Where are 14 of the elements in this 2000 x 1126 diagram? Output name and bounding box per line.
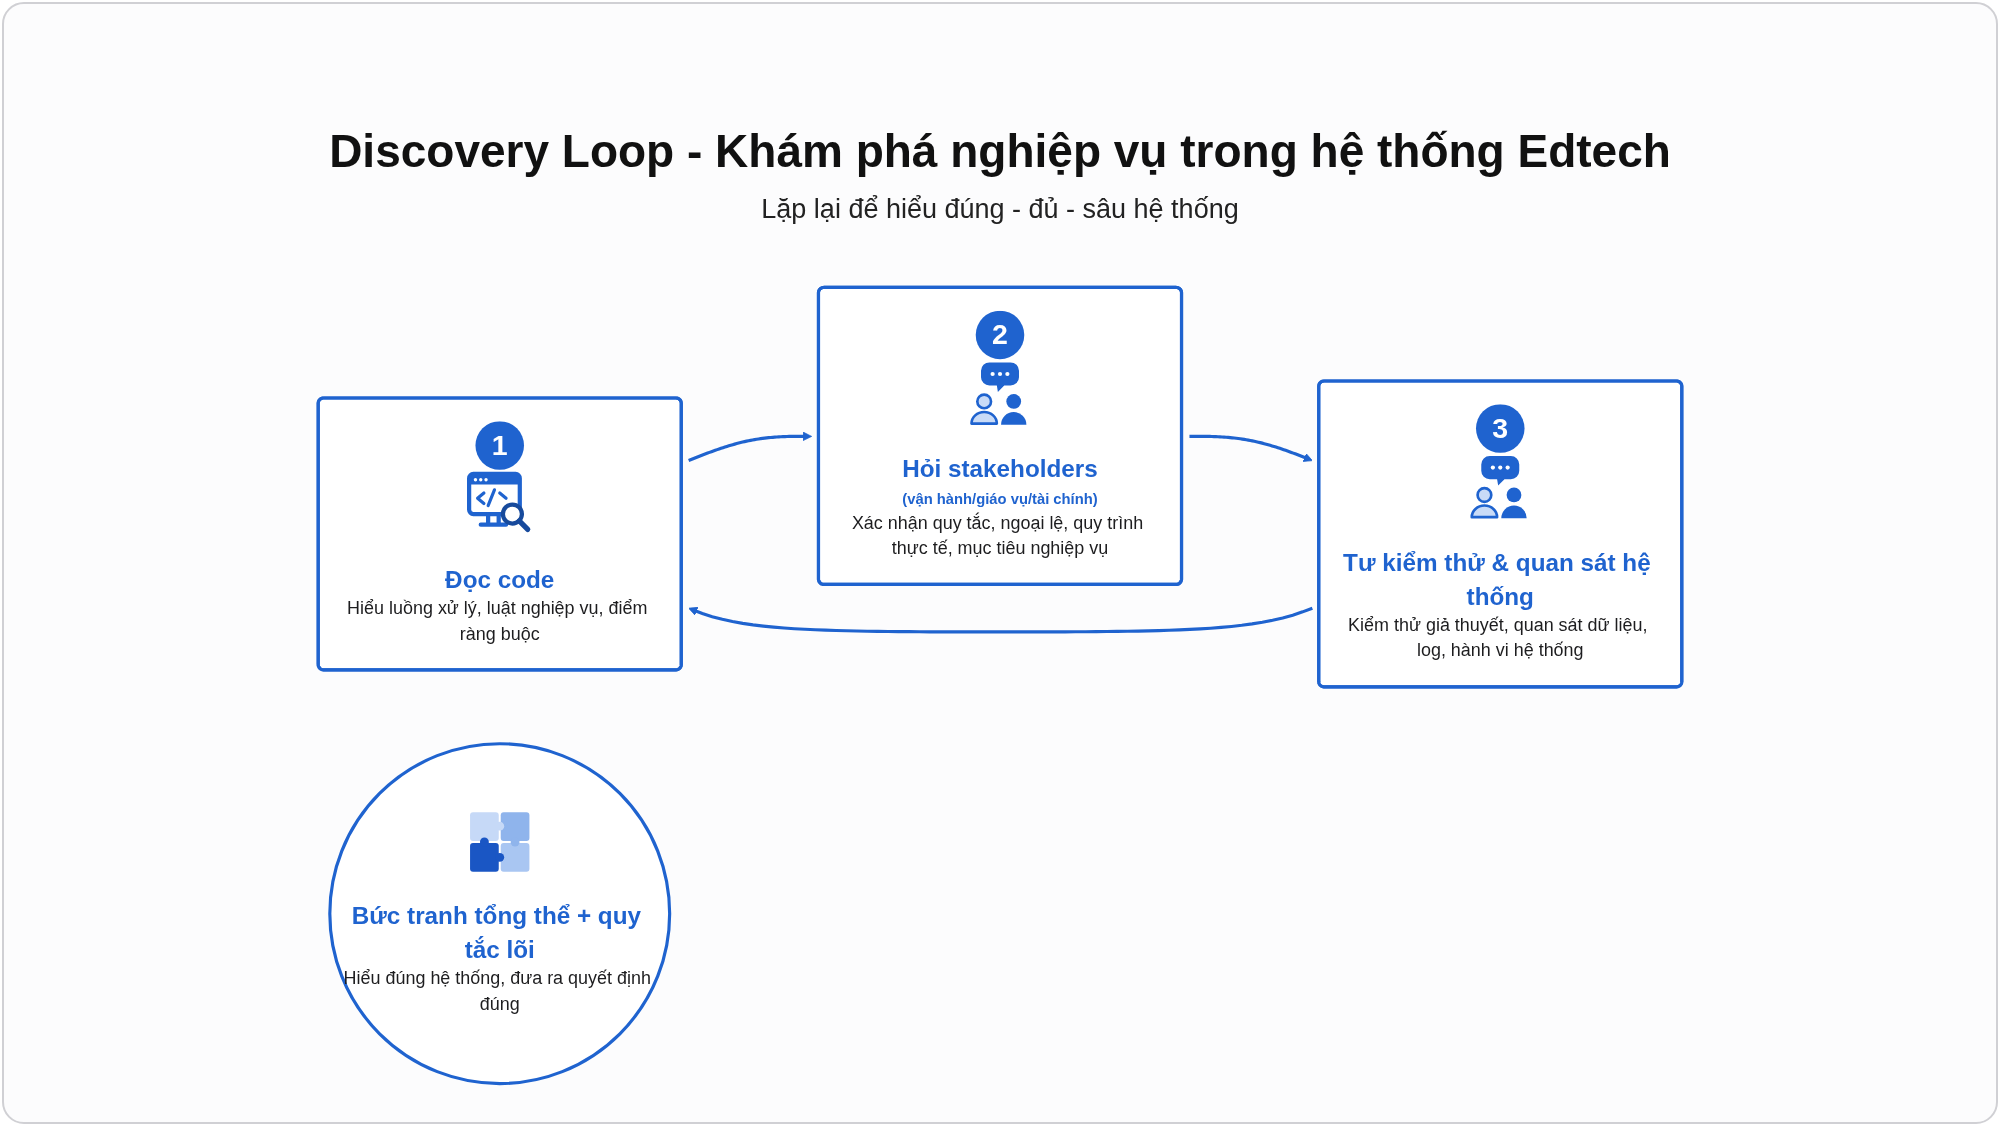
description: Hiểu đúng hệ thống, đưa ra quyết định đúng: [343, 968, 652, 1014]
arrow: [688, 606, 1313, 634]
subheading: (vận hành/giáo vụ/tài chính): [902, 490, 1098, 507]
description: Hiểu luồng xử lý, luật nghiệp vụ, điểm ràng buộc: [347, 598, 649, 644]
arrow: [1189, 434, 1313, 462]
heading: Bức tranh tổng thể + quy tắc lõi: [351, 901, 643, 964]
heading: Đọc code: [445, 565, 555, 593]
arrow: [688, 431, 813, 463]
heading: Tư kiểm thử & quan sát hệ thống: [1343, 548, 1652, 610]
title: Discovery Loop - Khám phá nghiệp vụ trong hệ thống Edtech: [329, 124, 1671, 178]
description: Xác nhận quy tắc, ngoại lệ, quy trình thực tế, mục tiêu nghiệp vụ: [851, 513, 1145, 559]
description: Kiểm thử giả thuyết, quan sát dữ liệu, log, hành vi hệ thống: [1348, 615, 1649, 661]
heading: Hỏi stakeholders: [902, 455, 1098, 483]
subtitle: Lặp lại để hiểu đúng - đủ - sâu hệ thống: [761, 194, 1239, 225]
